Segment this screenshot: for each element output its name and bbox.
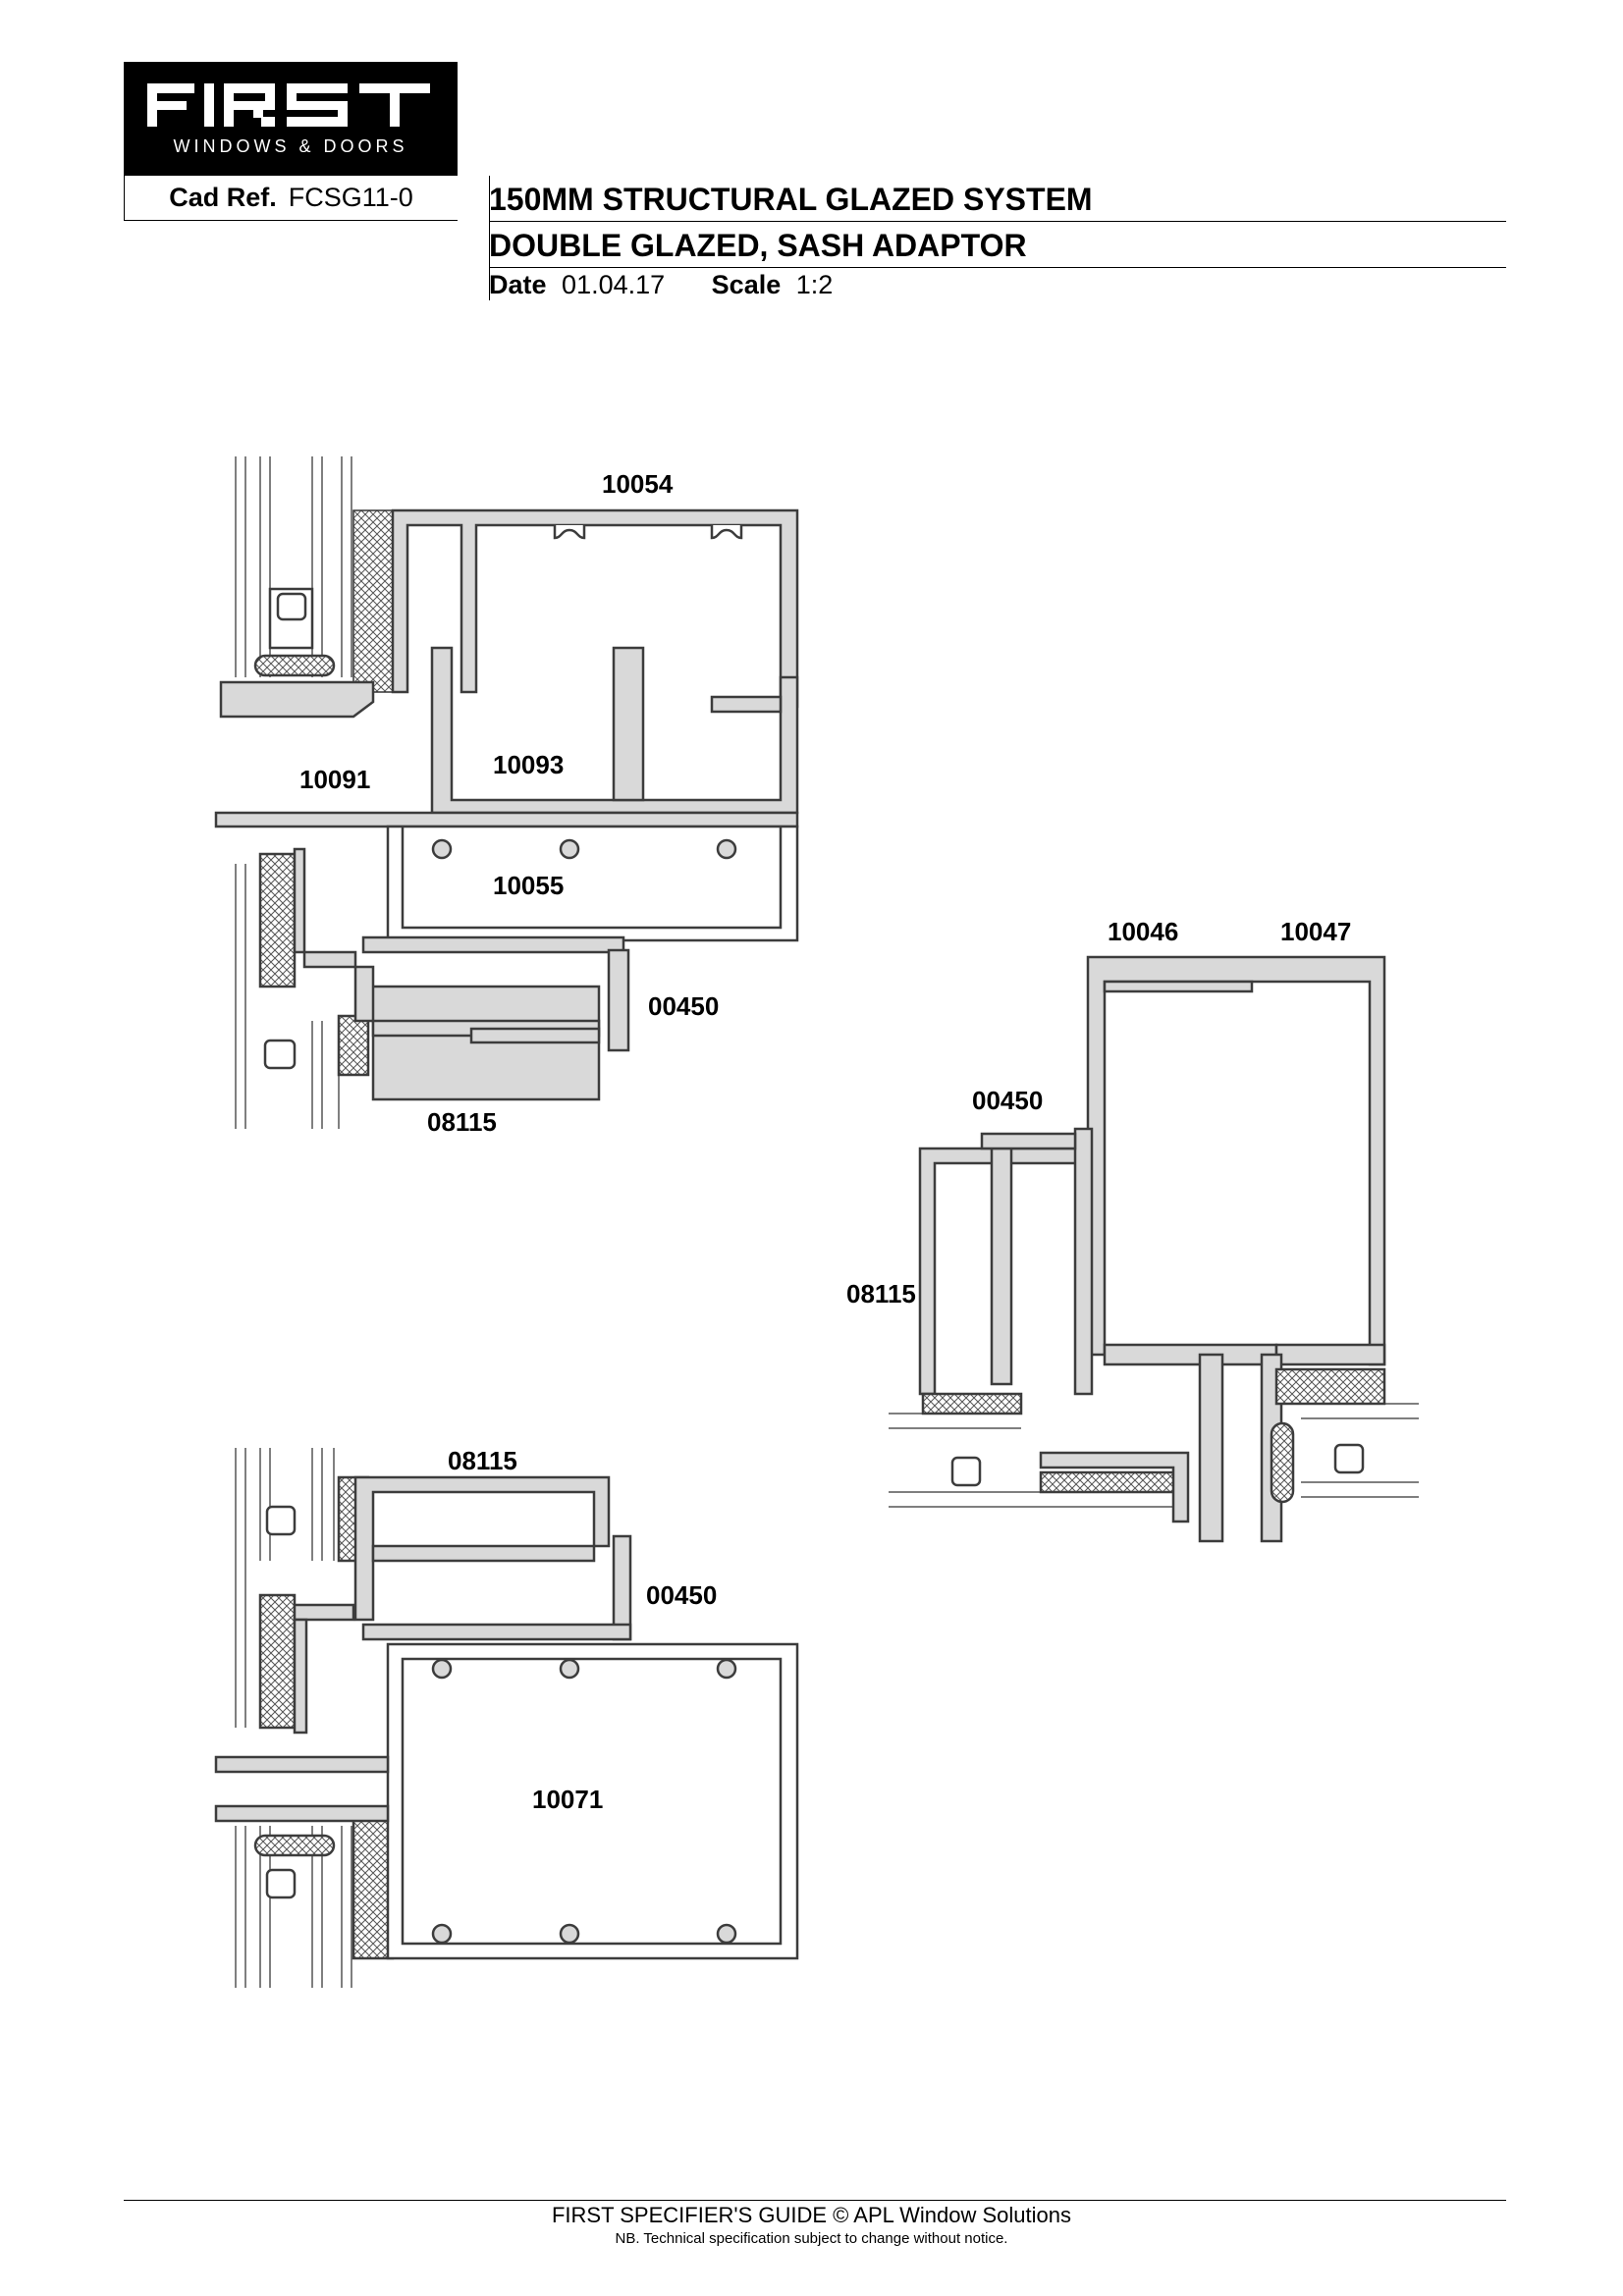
- label-10055: 10055: [493, 871, 564, 900]
- sash-web: [990, 1147, 1013, 1386]
- glazing-gasket: [253, 1834, 336, 1857]
- screw-port: [559, 838, 580, 860]
- sash-mid-rail: [371, 1544, 596, 1563]
- top-detail: [214, 456, 799, 1129]
- screw-port: [559, 1658, 580, 1680]
- profile-10071-arm: [214, 1804, 390, 1823]
- cad-ref-label: Cad Ref.: [169, 183, 277, 212]
- label-10054: 10054: [602, 469, 674, 499]
- brand-logo: WINDOWS & DOORS: [124, 62, 458, 176]
- subtitle-row: DOUBLE GLAZED, SASH ADAPTOR: [489, 222, 1506, 268]
- screw-port: [559, 1923, 580, 1945]
- bottom-detail: [214, 1448, 799, 1988]
- screw-port: [716, 1658, 737, 1680]
- spacer-profile: [263, 1039, 297, 1070]
- profile-10071-arm: [214, 1755, 390, 1774]
- seal-hatch: [1039, 1470, 1180, 1494]
- profile-10047-bottom: [1274, 1343, 1386, 1366]
- glazing-unit-upper: [235, 456, 352, 677]
- title-divider: [489, 176, 490, 300]
- label-00450: 00450: [972, 1086, 1043, 1115]
- label-00450: 00450: [646, 1580, 717, 1610]
- seal-hatch: [258, 852, 297, 988]
- sash-leg: [293, 1618, 308, 1735]
- screw-port: [431, 1923, 453, 1945]
- profile-10046-10047: [1086, 955, 1386, 1366]
- spacer-profile: [276, 592, 307, 621]
- profile-10054: [391, 508, 799, 709]
- label-10091: 10091: [299, 765, 370, 794]
- seal-hatch: [352, 509, 394, 693]
- screw-port: [553, 525, 586, 540]
- label-10046: 10046: [1108, 917, 1178, 946]
- spacer-profile: [950, 1456, 982, 1487]
- label-08115: 08115: [846, 1279, 916, 1308]
- label-10093: 10093: [493, 750, 564, 779]
- profile-10093-web: [612, 646, 645, 802]
- spacer-profile: [265, 1868, 297, 1899]
- adaptor-rail: [361, 1623, 632, 1641]
- scale-label: Scale: [711, 270, 782, 299]
- sash-frame: [353, 1475, 611, 1622]
- profile-00450: [1073, 1127, 1094, 1396]
- title-row: 150MM STRUCTURAL GLAZED SYSTEM: [489, 176, 1506, 222]
- screw-port: [431, 838, 453, 860]
- footer-disclaimer: NB. Technical specification subject to c…: [615, 2230, 1008, 2247]
- screw-port: [716, 838, 737, 860]
- label-10047: 10047: [1280, 917, 1351, 946]
- right-detail: [889, 955, 1419, 1543]
- title-number: 150: [489, 182, 542, 217]
- sash-foot: [293, 1603, 355, 1622]
- logo-tagline: WINDOWS & DOORS: [173, 136, 408, 156]
- footer-divider: [124, 2200, 1506, 2201]
- label-10071: 10071: [532, 1785, 603, 1814]
- screw-port: [716, 1923, 737, 1945]
- profile-10046-bottom: [1103, 1343, 1278, 1366]
- seal-hatch: [921, 1392, 1023, 1415]
- glazing-gasket: [1270, 1421, 1295, 1504]
- profile-10093-lip: [710, 695, 783, 714]
- logo-wordmark: [124, 76, 458, 134]
- profile-10071-inner: [401, 1657, 783, 1946]
- spacer-profile: [265, 1505, 297, 1536]
- profile-10055-outline: [386, 825, 799, 942]
- screw-port: [431, 1658, 453, 1680]
- spacer-profile: [1333, 1443, 1365, 1474]
- glazing-bead: [219, 680, 375, 719]
- adaptor-arm: [469, 1027, 601, 1044]
- profile-00450: [607, 948, 630, 1052]
- title-text: MM STRUCTURAL GLAZED SYSTEM: [541, 182, 1093, 217]
- footer-credit: FIRST SPECIFIER'S GUIDE © APL Window Sol…: [551, 2203, 1072, 2227]
- page-subtitle: DOUBLE GLAZED, SASH ADAPTOR: [489, 228, 1027, 263]
- logo-wordmark-graphic: [147, 83, 430, 127]
- label-00450: 00450: [648, 991, 719, 1021]
- profile-10046-top: [1103, 980, 1254, 993]
- cad-ref: Cad Ref. FCSG11-0: [124, 176, 458, 221]
- profile-10055-inner: [401, 827, 783, 930]
- screw-port: [710, 525, 743, 540]
- page-title: 150MM STRUCTURAL GLAZED SYSTEM: [489, 182, 1093, 218]
- seal-hatch: [1274, 1367, 1386, 1406]
- label-08115: 08115: [427, 1107, 497, 1137]
- date-label: Date: [489, 270, 547, 299]
- profile-mullion-leg: [1198, 1353, 1224, 1543]
- date-scale-row: Date 01.04.17 Scale 1:2: [489, 268, 1506, 300]
- seal-hatch: [258, 1593, 297, 1730]
- label-08115: 08115: [448, 1446, 517, 1475]
- cad-ref-value: FCSG11-0: [288, 183, 413, 212]
- seal-hatch: [337, 1014, 370, 1077]
- glazing-gasket: [253, 654, 336, 677]
- date-scale: Date 01.04.17 Scale 1:2: [489, 270, 833, 300]
- adaptor-cap: [980, 1132, 1077, 1150]
- scale-value: 1:2: [795, 270, 834, 299]
- sash-top-rail: [361, 935, 625, 954]
- date-value: 01.04.17: [562, 270, 666, 299]
- glazing-bead: [1039, 1451, 1190, 1523]
- profile-10091: [214, 811, 799, 828]
